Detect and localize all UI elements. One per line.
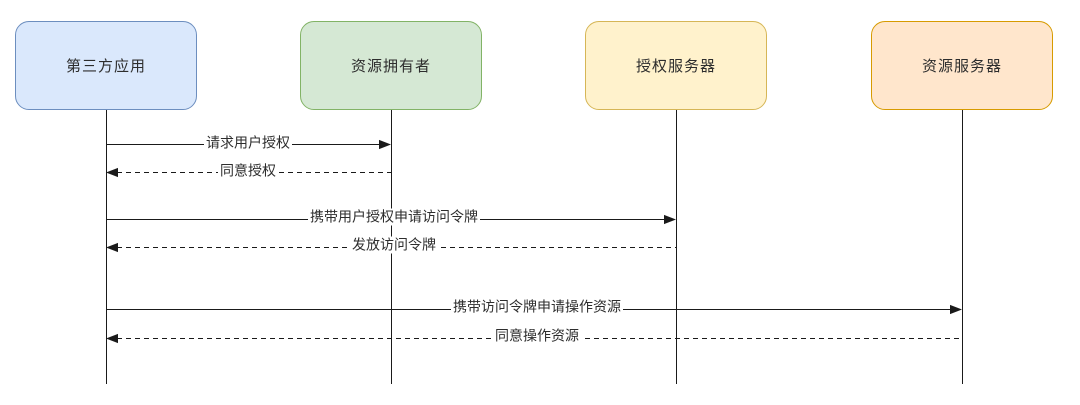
message-label-issue-access-token: 发放访问令牌 (350, 236, 438, 254)
actor-label-third-party-app: 第三方应用 (65, 58, 146, 75)
arrowhead-left-icon (106, 242, 118, 253)
message-label-request-user-auth: 请求用户授权 (204, 134, 292, 152)
actor-box-resource-server: 资源服务器 (871, 21, 1053, 110)
message-arrow-agree-operate-resource (106, 333, 962, 344)
message-label-apply-operate-resource: 携带访问令牌申请操作资源 (451, 298, 623, 316)
message-label-agree-auth: 同意授权 (218, 162, 278, 180)
arrowhead-right-icon (379, 139, 391, 150)
arrowhead-right-icon (950, 304, 962, 315)
arrowhead-right-icon (664, 214, 676, 225)
actor-label-auth-server: 授权服务器 (635, 58, 716, 75)
actor-box-auth-server: 授权服务器 (585, 21, 767, 110)
actor-box-resource-owner: 资源拥有者 (300, 21, 482, 110)
actor-label-resource-owner: 资源拥有者 (350, 58, 431, 75)
message-label-agree-operate-resource: 同意操作资源 (493, 327, 581, 345)
message-label-apply-access-token: 携带用户授权申请访问令牌 (308, 208, 480, 226)
arrowhead-left-icon (106, 167, 118, 178)
actor-label-resource-server: 资源服务器 (921, 58, 1002, 75)
arrowhead-left-icon (106, 333, 118, 344)
actor-box-third-party-app: 第三方应用 (15, 21, 197, 110)
